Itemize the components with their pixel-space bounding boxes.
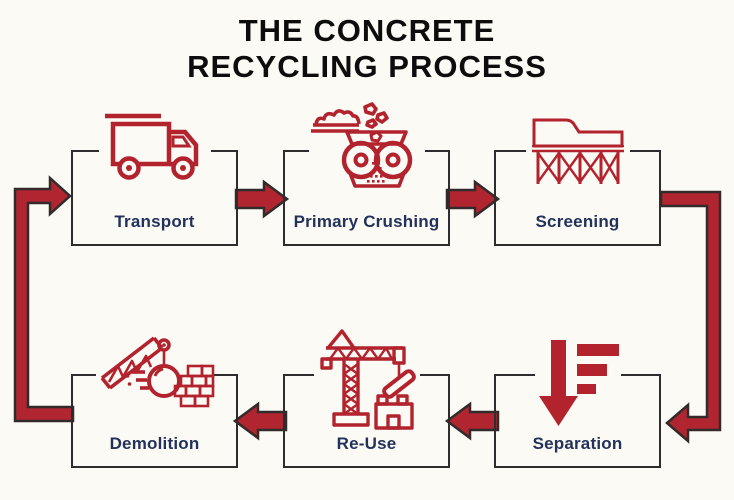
- page-title: THE CONCRETE RECYCLING PROCESS: [0, 13, 734, 85]
- step-box-demolition: Demolition: [71, 330, 238, 468]
- tower-crane-icon: [313, 326, 420, 436]
- step-label-primary-crushing: Primary Crushing: [293, 212, 440, 231]
- step-label-separation: Separation: [532, 434, 623, 453]
- sorting-arrow-icon: [534, 340, 621, 432]
- step-label-transport: Transport: [114, 212, 195, 231]
- title-line-1: THE CONCRETE: [238, 13, 496, 48]
- arrow-reuse-to-demolition-icon: [232, 401, 288, 441]
- step-box-primary-crushing: Primary Crushing: [283, 100, 450, 246]
- step-label-re-use: Re-Use: [336, 434, 397, 453]
- title-line-2: RECYCLING PROCESS: [187, 49, 547, 84]
- step-box-separation: Separation: [494, 340, 661, 468]
- step-label-demolition: Demolition: [109, 434, 200, 453]
- arrow-separation-to-reuse-icon: [444, 401, 500, 441]
- down-connector-right-icon: [659, 190, 722, 444]
- step-box-screening: Screening: [494, 112, 661, 246]
- wrecking-ball-icon: [95, 330, 214, 432]
- arrow-transport-to-crushing-icon: [234, 179, 290, 219]
- crusher-icon: [308, 100, 425, 192]
- return-connector-left-icon: [13, 175, 75, 423]
- arrow-crushing-to-screening-icon: [445, 179, 501, 219]
- truck-icon: [98, 112, 211, 184]
- step-label-screening: Screening: [535, 212, 620, 231]
- screening-machine-icon: [525, 112, 630, 188]
- step-box-transport: Transport: [71, 112, 238, 246]
- step-box-re-use: Re-Use: [283, 326, 450, 468]
